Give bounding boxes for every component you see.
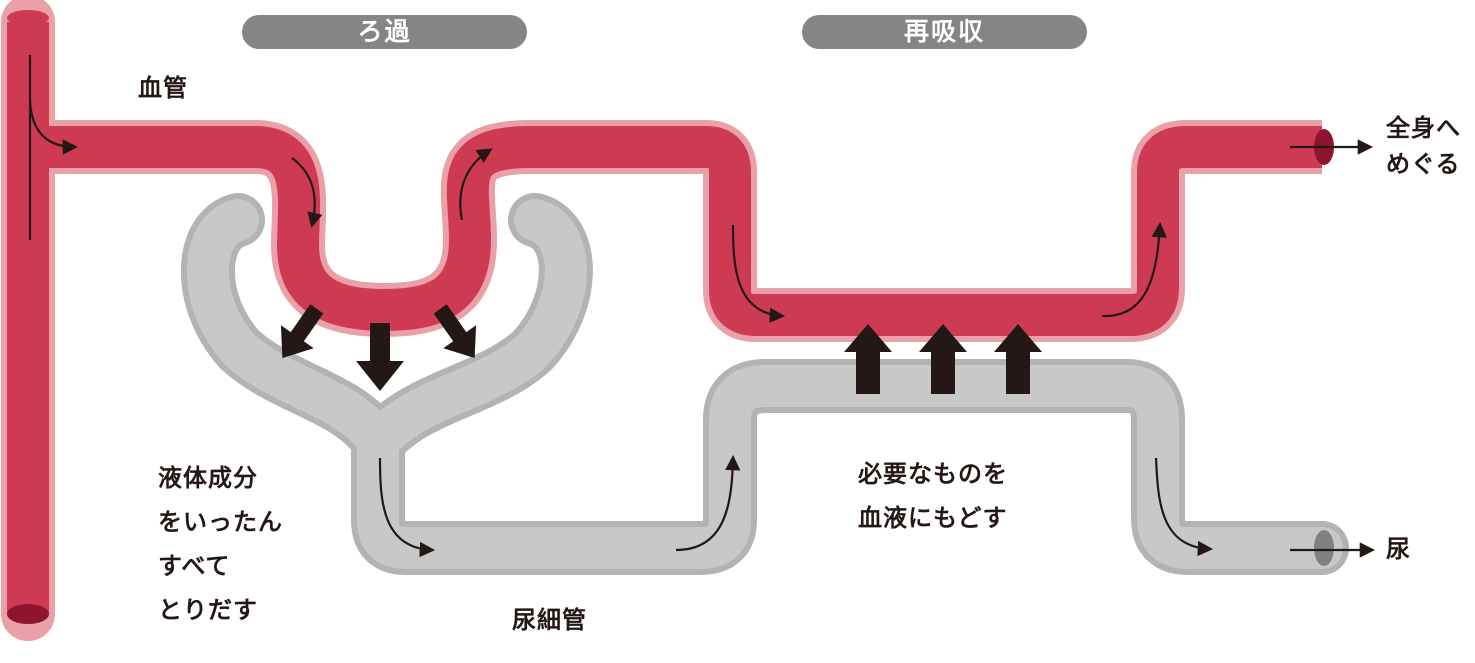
filtration-note-line-1: 液体成分 bbox=[158, 464, 258, 492]
filtration-header: ろ過 bbox=[242, 15, 527, 49]
vessel-bottom-end bbox=[7, 604, 49, 624]
filtration-note: 液体成分 をいったん すべて とりだす bbox=[158, 456, 283, 632]
reabsorption-arrow-3 bbox=[994, 324, 1042, 394]
reabsorption-note: 必要なものを 血液にもどす bbox=[858, 452, 1008, 540]
filtration-arrow-left bbox=[280, 304, 324, 359]
filtration-note-line-2: をいったん bbox=[158, 508, 283, 536]
filtration-note-line-3: すべて bbox=[158, 552, 231, 580]
flow-arrows bbox=[28, 55, 1376, 558]
flow-arrow-vessel-mid bbox=[731, 224, 786, 323]
flow-arrow-afferent bbox=[291, 157, 323, 228]
reabsorption-header: 再吸収 bbox=[802, 15, 1087, 49]
transfer-arrows bbox=[280, 304, 1042, 394]
reabsorption-arrow-2 bbox=[919, 324, 967, 394]
flow-arrow-branch bbox=[28, 99, 79, 155]
tubule-outlet-end bbox=[1314, 530, 1334, 566]
to-body-line-2: めぐる bbox=[1386, 150, 1461, 178]
vessel-top-end bbox=[7, 10, 49, 26]
filtration-arrow-right bbox=[433, 304, 477, 359]
urine-label: 尿 bbox=[1386, 535, 1411, 563]
flow-arrow-efferent bbox=[459, 148, 493, 221]
reabsorption-arrow-1 bbox=[844, 324, 892, 394]
flow-arrow-tubule-right bbox=[1154, 457, 1214, 557]
reabsorption-note-line-1: 必要なものを bbox=[858, 460, 1008, 488]
renal-tubule bbox=[180, 193, 1349, 575]
flow-arrow-vessel-up bbox=[1101, 221, 1167, 318]
to-body-label: 全身へ めぐる bbox=[1386, 110, 1461, 182]
blood-vessel-label: 血管 bbox=[138, 74, 188, 102]
reabsorption-note-line-2: 血液にもどす bbox=[858, 504, 1008, 532]
blood-vessels bbox=[1, 0, 1334, 641]
flow-arrow-tubule-up bbox=[675, 454, 741, 552]
tubule-label: 尿細管 bbox=[512, 606, 587, 634]
filtration-note-line-4: とりだす bbox=[158, 596, 258, 624]
to-body-line-1: 全身へ bbox=[1386, 114, 1461, 142]
flow-arrow-tubule-down bbox=[378, 457, 436, 558]
filtration-arrow-center bbox=[356, 323, 404, 391]
